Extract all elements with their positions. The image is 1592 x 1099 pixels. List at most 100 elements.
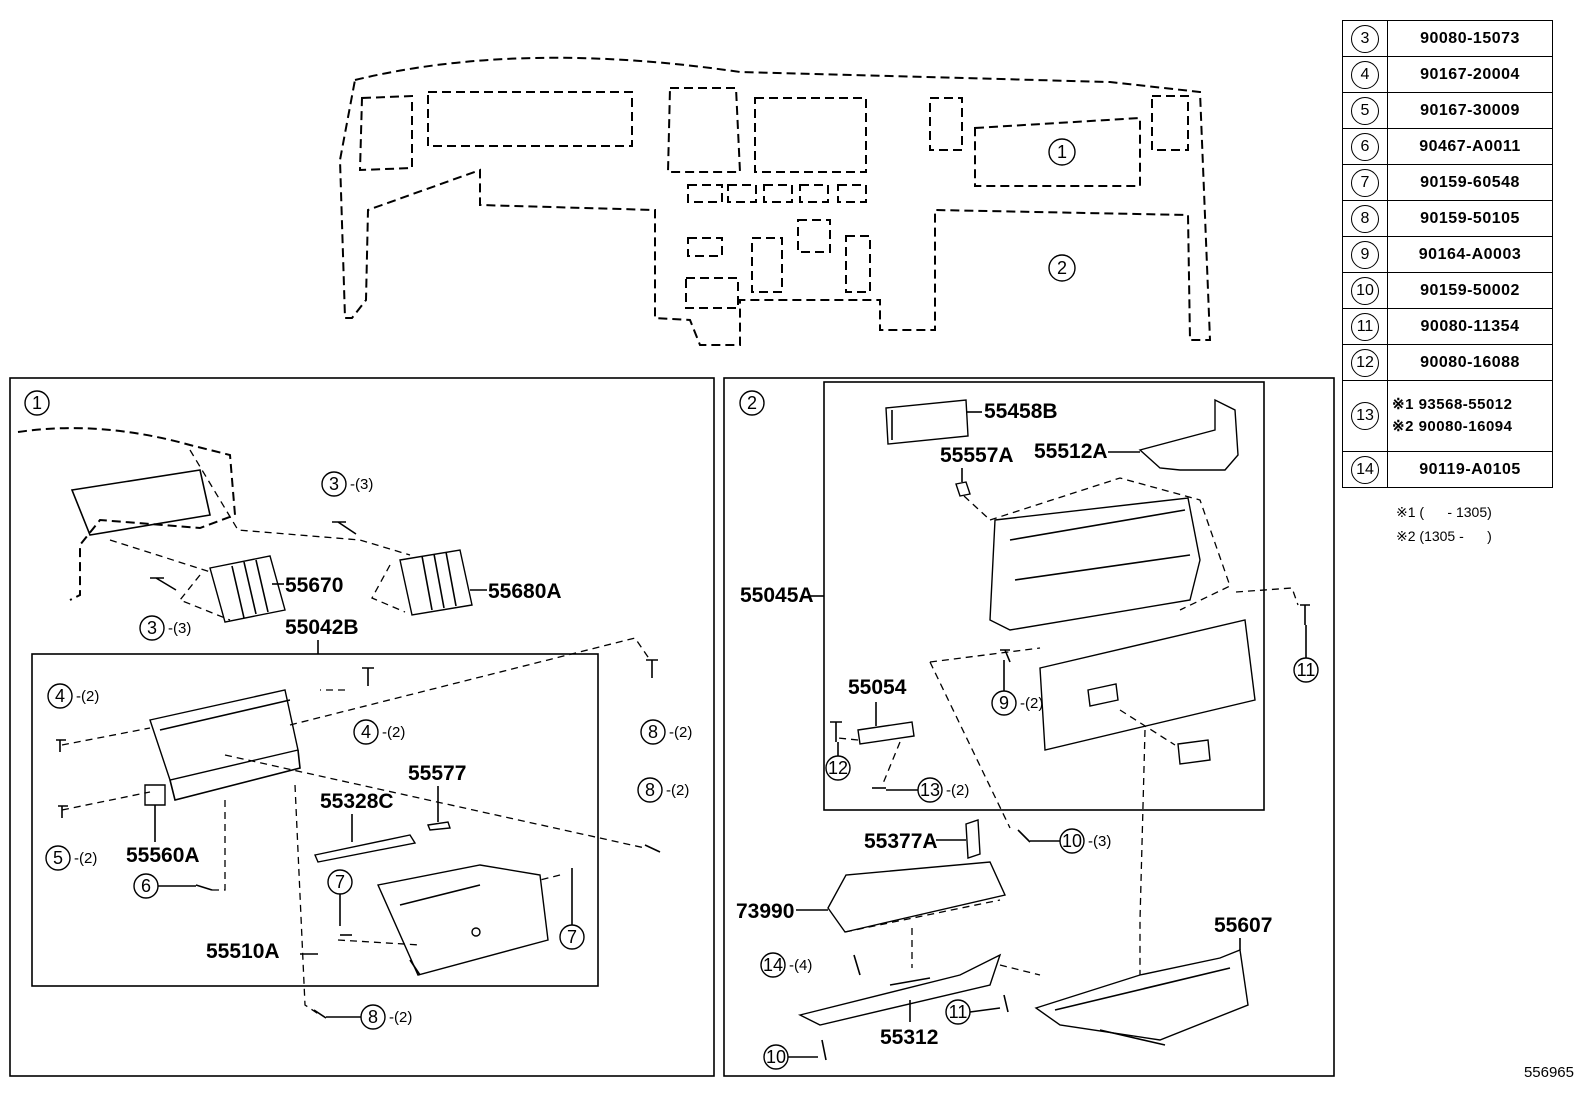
callout-14: 14 -(4) — [760, 952, 812, 978]
row-callout: 11 — [1351, 312, 1379, 341]
callout-7b-num: 7 — [567, 927, 577, 947]
panel-1-callout — [24, 390, 50, 416]
part-73990 — [827, 861, 1006, 933]
callout-3a-qty: -(3) — [350, 476, 373, 493]
callout-7b: 7 — [559, 886, 585, 950]
callout-10a: 10 -(3) — [1030, 828, 1111, 854]
illustration-number: 556965 — [1523, 1064, 1574, 1081]
row-callout: 14 — [1351, 455, 1379, 484]
callout-13-qty: -(2) — [946, 782, 969, 799]
panel-2-callout-num: 2 — [747, 393, 757, 413]
table-row: 13※1 93568-55012※2 90080-16094 — [1342, 380, 1553, 452]
callout-5-qty: -(2) — [74, 850, 97, 867]
panel-1-frame — [9, 377, 715, 1077]
callout-4a-num: 4 — [55, 686, 65, 706]
label-55054: 55054 — [848, 676, 907, 699]
callout-13-num: 13 — [920, 780, 940, 800]
callout-7a: 7 — [327, 869, 353, 926]
label-55510a: 55510A — [206, 940, 280, 963]
callout-12: 12 — [825, 742, 851, 781]
row-part-number: 90159-60548 — [1387, 164, 1553, 201]
panel-2-frame — [723, 377, 1335, 1077]
label-55042b: 55042B — [285, 616, 359, 639]
callout-3b-qty: -(3) — [168, 620, 191, 637]
callout-13: 13 -(2) — [886, 777, 969, 803]
row-part-number: 90080-15073 — [1387, 20, 1553, 57]
callout-4a: 4 -(2) — [47, 683, 99, 709]
panel-2-callout — [739, 390, 765, 416]
callout-10b-num: 10 — [766, 1047, 786, 1067]
table-row: 10 90159-50002 — [1342, 272, 1553, 309]
row-part-number: 90080-11354 — [1387, 308, 1553, 345]
callout-5-num: 5 — [53, 848, 63, 868]
callout-11a: 11 — [1293, 625, 1319, 683]
label-55312: 55312 — [880, 1026, 938, 1049]
overview-callout-2 — [1048, 254, 1076, 282]
label-55458b: 55458B — [984, 400, 1058, 423]
overview-callout-1-num: 1 — [1057, 142, 1067, 162]
overview-callout-1 — [1048, 138, 1076, 166]
row-part-number-line2: ※2 90080-16094 — [1392, 418, 1513, 435]
callout-5: 5 -(2) — [45, 845, 97, 871]
callout-8c-num: 8 — [368, 1007, 378, 1027]
table-row: 3 90080-15073 — [1342, 20, 1553, 57]
callout-9: 9 -(2) — [991, 660, 1043, 716]
vent-right — [399, 549, 473, 616]
callout-8b-qty: -(2) — [666, 782, 689, 799]
row-part-number: 90119-A0105 — [1387, 451, 1553, 488]
label-55512a: 55512A — [1034, 440, 1108, 463]
row-callout: 7 — [1351, 168, 1379, 197]
note-1: ※1 ( - 1305) — [1396, 504, 1492, 520]
part-55512a — [1138, 398, 1239, 471]
table-row: 11 90080-11354 — [1342, 308, 1553, 345]
row-part-number: 90467-A0011 — [1387, 128, 1553, 165]
note-2: ※2 (1305 - ) — [1396, 528, 1492, 544]
callout-8a-num: 8 — [648, 722, 658, 742]
row-callout: 4 — [1351, 60, 1379, 89]
label-55670: 55670 — [285, 574, 343, 597]
rod-55328c — [314, 834, 417, 863]
callout-8b-num: 8 — [645, 780, 655, 800]
row-callout: 5 — [1351, 96, 1379, 125]
row-callout: 10 — [1351, 276, 1379, 305]
callout-7a-num: 7 — [335, 872, 345, 892]
callout-6-num: 6 — [141, 876, 151, 896]
callout-8a: 8 -(2) — [640, 719, 692, 745]
part-55458b — [885, 399, 969, 445]
glovebox-55045a — [989, 497, 1201, 631]
row-callout: 6 — [1351, 132, 1379, 161]
callout-4b-num: 4 — [361, 722, 371, 742]
table-row: 6 90467-A0011 — [1342, 128, 1553, 165]
part-55377a — [965, 819, 981, 859]
row-part-number: 90159-50002 — [1387, 272, 1553, 309]
callout-11b-num: 11 — [949, 1002, 968, 1022]
row-callout: 13 — [1351, 402, 1379, 430]
callout-4a-qty: -(2) — [76, 688, 99, 705]
part-55054 — [857, 721, 915, 745]
row-callout: 3 — [1351, 24, 1379, 53]
callout-8b: 8 -(2) — [637, 777, 689, 803]
label-55680a: 55680A — [488, 580, 562, 603]
callout-3a-num: 3 — [329, 474, 339, 494]
table-row: 14 90119-A0105 — [1342, 451, 1553, 488]
panel-2: 2 — [723, 377, 1335, 1077]
callout-10a-num: 10 — [1062, 831, 1082, 851]
row-part-number: 90167-30009 — [1387, 92, 1553, 129]
part-55312 — [797, 953, 1002, 1026]
callout-14-num: 14 — [763, 955, 783, 975]
door-55510a — [377, 864, 549, 976]
callout-9-num: 9 — [999, 693, 1009, 713]
callout-8a-qty: -(2) — [669, 724, 692, 741]
glovebox-door — [1039, 619, 1256, 751]
label-55045a: 55045A — [740, 584, 814, 607]
callout-8c: 8 -(2) — [326, 1004, 412, 1030]
label-55607: 55607 — [1214, 914, 1272, 937]
callout-8c-qty: -(2) — [389, 1009, 412, 1026]
row-callout: 8 — [1351, 204, 1379, 233]
callout-4b-qty: -(2) — [382, 724, 405, 741]
